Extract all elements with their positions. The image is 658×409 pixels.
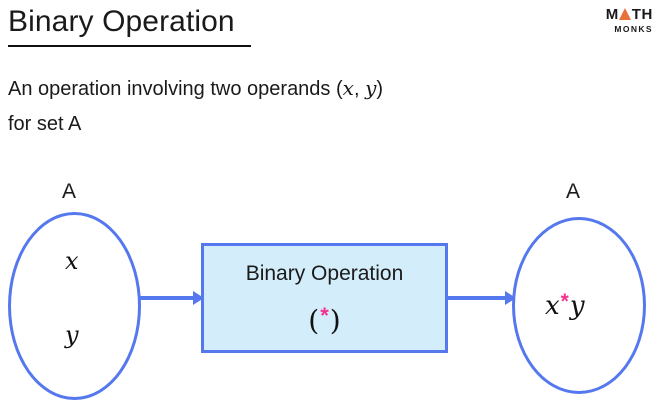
subtitle-variable-y: y bbox=[365, 76, 377, 100]
symbol-open-paren: ( bbox=[308, 304, 320, 337]
result-operand-y: y bbox=[569, 291, 585, 321]
mathmonks-logo: M TH MONKS bbox=[595, 7, 653, 35]
codomain-set-label: A bbox=[566, 180, 581, 203]
arrow-head-icon bbox=[193, 291, 204, 305]
symbol-close-paren: ) bbox=[329, 304, 341, 337]
title-underline-rule bbox=[8, 45, 251, 47]
domain-set-label: A bbox=[62, 180, 77, 203]
logo-letters-th: TH bbox=[631, 6, 653, 23]
binary-operation-box: Binary Operation (*) bbox=[201, 243, 448, 353]
result-operand-x: x bbox=[545, 291, 560, 321]
arrow-operation-to-codomain bbox=[446, 291, 516, 305]
operation-box-title: Binary Operation bbox=[245, 262, 404, 285]
domain-element-y: y bbox=[65, 321, 79, 349]
arrow-shaft bbox=[446, 296, 507, 300]
subtitle-comma: , bbox=[353, 78, 366, 100]
arrow-domain-to-operation bbox=[140, 291, 204, 305]
asterisk-icon: * bbox=[320, 303, 329, 328]
asterisk-icon: * bbox=[560, 290, 569, 313]
operation-box-symbol: (*) bbox=[204, 301, 445, 336]
logo-letter-m: M bbox=[605, 6, 619, 23]
subtitle-line-2: for set A bbox=[8, 113, 82, 135]
subtitle-suffix-text: ) bbox=[376, 78, 384, 100]
page-title: Binary Operation bbox=[8, 5, 235, 38]
triangle-icon bbox=[619, 8, 632, 20]
codomain-set-ellipse bbox=[512, 217, 646, 394]
subtitle-line-1: An operation involving two operands (x, … bbox=[8, 74, 383, 103]
arrow-head-icon bbox=[505, 291, 516, 305]
logo-wordmark-monks: MONKS bbox=[614, 24, 653, 34]
domain-set-ellipse bbox=[8, 212, 141, 400]
subtitle-variable-x: x bbox=[342, 76, 354, 100]
codomain-result-expression: x*y bbox=[545, 288, 585, 320]
binary-operation-diagram: A x y Binary Operation (*) A x*y bbox=[0, 160, 658, 409]
logo-wordmark-math: M TH bbox=[595, 7, 653, 22]
domain-element-x: x bbox=[65, 247, 79, 275]
subtitle-prefix-text: An operation involving two operands ( bbox=[8, 78, 343, 100]
arrow-shaft bbox=[140, 296, 195, 300]
